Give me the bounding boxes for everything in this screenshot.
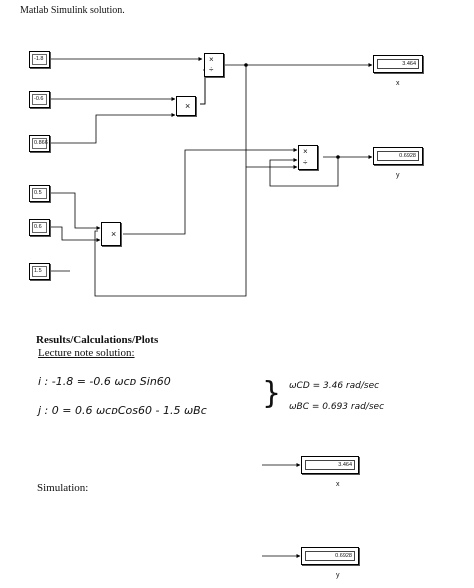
display-x-label: x: [396, 80, 400, 87]
display-x[interactable]: 3.464: [373, 55, 423, 73]
page-title: Matlab Simulink solution.: [20, 5, 125, 16]
product-block-1[interactable]: × ÷: [204, 53, 224, 77]
lecture-note-label: Lecture note solution:: [38, 347, 135, 359]
constant-block-4[interactable]: 0.5: [29, 185, 50, 202]
simulation-display-x-label: x: [336, 481, 340, 488]
display-y-label: y: [396, 172, 400, 179]
results-heading: Results/Calculations/Plots: [36, 334, 159, 346]
display-y[interactable]: 0.6928: [373, 147, 423, 165]
constant-block-5[interactable]: 0.6: [29, 219, 50, 236]
product-block-4[interactable]: ×: [101, 222, 121, 246]
equation-j: j : 0 = 0.6 ωcᴅCos60 - 1.5 ωBc: [38, 404, 207, 417]
product-block-3[interactable]: × ÷: [298, 145, 318, 170]
simulation-label: Simulation:: [37, 482, 89, 494]
equation-i: i : -1.8 = -0.6 ωcᴅ Sin60: [38, 375, 171, 388]
constant-block-1[interactable]: -1.8: [29, 51, 50, 68]
brace-symbol: }: [262, 376, 282, 411]
constant-block-6[interactable]: 1.5: [29, 263, 50, 280]
product-block-2[interactable]: ×: [176, 96, 196, 116]
simulation-display-x[interactable]: 3.464: [301, 456, 359, 474]
simulation-display-y-label: y: [336, 572, 340, 579]
answer-wcd: ωCD = 3.46 rad/sec: [289, 381, 380, 391]
answer-wbc: ωBC = 0.693 rad/sec: [289, 402, 385, 412]
constant-block-3[interactable]: 0.866: [29, 135, 50, 152]
constant-block-2[interactable]: -0.6: [29, 91, 50, 108]
simulation-display-y[interactable]: 0.6928: [301, 547, 359, 565]
